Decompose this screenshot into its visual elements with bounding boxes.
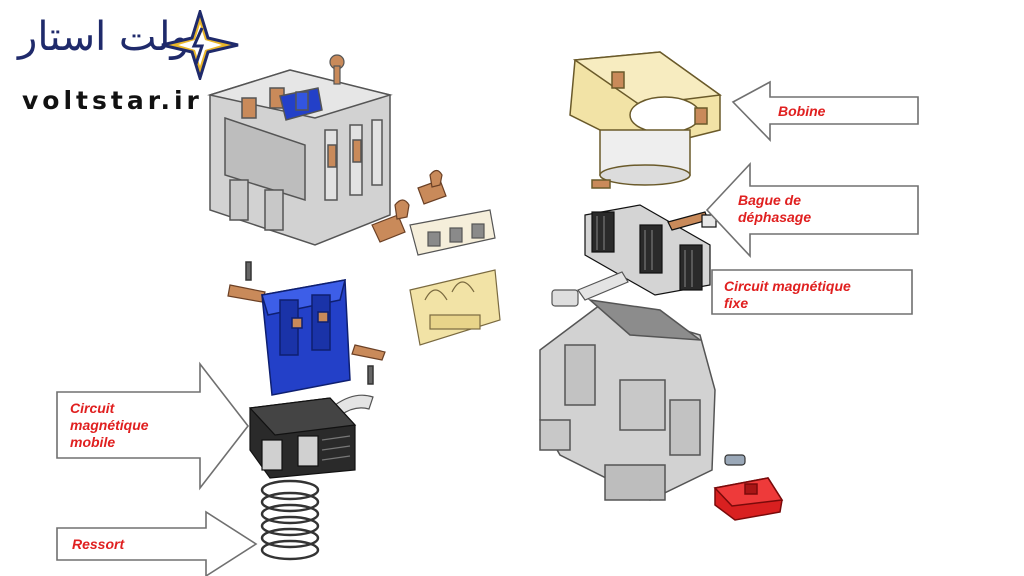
mobile-core xyxy=(248,397,357,479)
small-spring xyxy=(724,454,746,466)
label-bobine: Bobine xyxy=(778,103,826,119)
terminal-strip xyxy=(409,209,496,256)
arrow-circuit-fixe xyxy=(711,269,913,315)
arrow-circuit-mobile xyxy=(56,361,250,491)
red-terminal-cover xyxy=(713,477,784,521)
base-housing xyxy=(539,298,716,501)
coil xyxy=(569,51,722,189)
arrow-bague xyxy=(705,161,919,259)
small-parts xyxy=(551,271,629,307)
logo-persian-text: ولت استار xyxy=(18,14,190,60)
upper-housing xyxy=(207,69,393,246)
label-ressort: Ressort xyxy=(72,536,125,552)
label-circuit-magnetique-fixe: Circuit magnétique fixe xyxy=(724,278,851,311)
top-screw xyxy=(329,54,345,85)
copper-contacts xyxy=(227,169,447,361)
contact-carrier xyxy=(261,279,351,396)
spring xyxy=(260,479,320,561)
label-circuit-magnetique-mobile: Circuit magnétique mobile xyxy=(70,400,149,450)
star-logo-icon xyxy=(161,10,239,80)
logo-url: voltstar.ir xyxy=(22,86,203,115)
arrow-bobine xyxy=(731,80,919,142)
arc-chamber-cover xyxy=(409,269,501,346)
label-bague-de-dephasage: Bague de déphasage xyxy=(738,192,812,225)
arrow-ressort xyxy=(56,510,258,576)
arrows xyxy=(56,80,919,576)
spring-clip xyxy=(334,394,374,416)
small-pins xyxy=(245,261,374,385)
fixed-core xyxy=(584,204,717,296)
